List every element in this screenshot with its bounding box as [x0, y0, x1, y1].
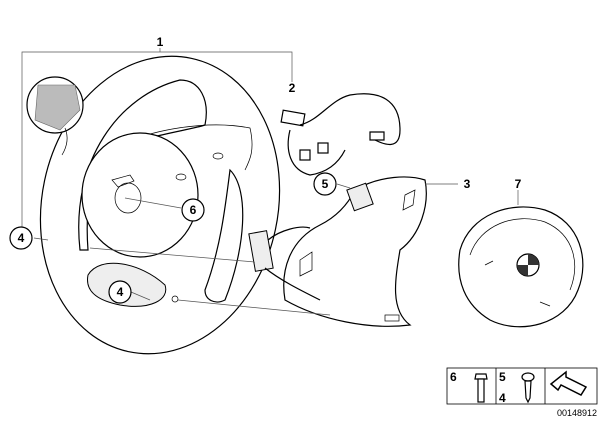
callout-label: 2: [289, 81, 296, 95]
bracket-leader-1: [21, 48, 293, 228]
drawing-number: 00148912: [557, 408, 597, 418]
airbag-module: [458, 206, 584, 328]
legend-label-5: 5: [499, 370, 506, 384]
legend-label-6: 6: [450, 370, 457, 384]
callout-label: 1: [157, 35, 164, 49]
fastener-legend: 6 5 4: [446, 367, 598, 405]
screw-icon: [521, 372, 535, 404]
callout-6: 6: [181, 198, 205, 222]
callout-4-left: 4: [9, 226, 33, 250]
callout-4-bottom: 4: [108, 280, 132, 304]
steering-wheel: [26, 55, 281, 355]
leader-lines: [33, 183, 519, 316]
callout-label: 7: [515, 177, 522, 191]
leather-detail-inset: [26, 76, 84, 156]
bolt-icon: [474, 373, 488, 403]
callout-3: 3: [464, 177, 471, 191]
wiring-harness: [280, 93, 401, 176]
emblem-icon: [516, 253, 540, 277]
trim-cover: [283, 176, 427, 327]
legend-label-4: 4: [499, 391, 506, 405]
arrow-icon: [549, 370, 588, 396]
callout-2: 2: [289, 81, 296, 95]
callout-label: 4: [117, 285, 124, 299]
multifunction-switches: [248, 182, 374, 301]
callout-label: 4: [18, 231, 25, 245]
callout-5: 5: [313, 172, 337, 196]
callout-label: 3: [464, 177, 471, 191]
callout-7: 7: [515, 177, 522, 191]
callout-1: 1: [157, 35, 164, 49]
callout-label: 6: [190, 203, 197, 217]
callout-label: 5: [322, 177, 329, 191]
